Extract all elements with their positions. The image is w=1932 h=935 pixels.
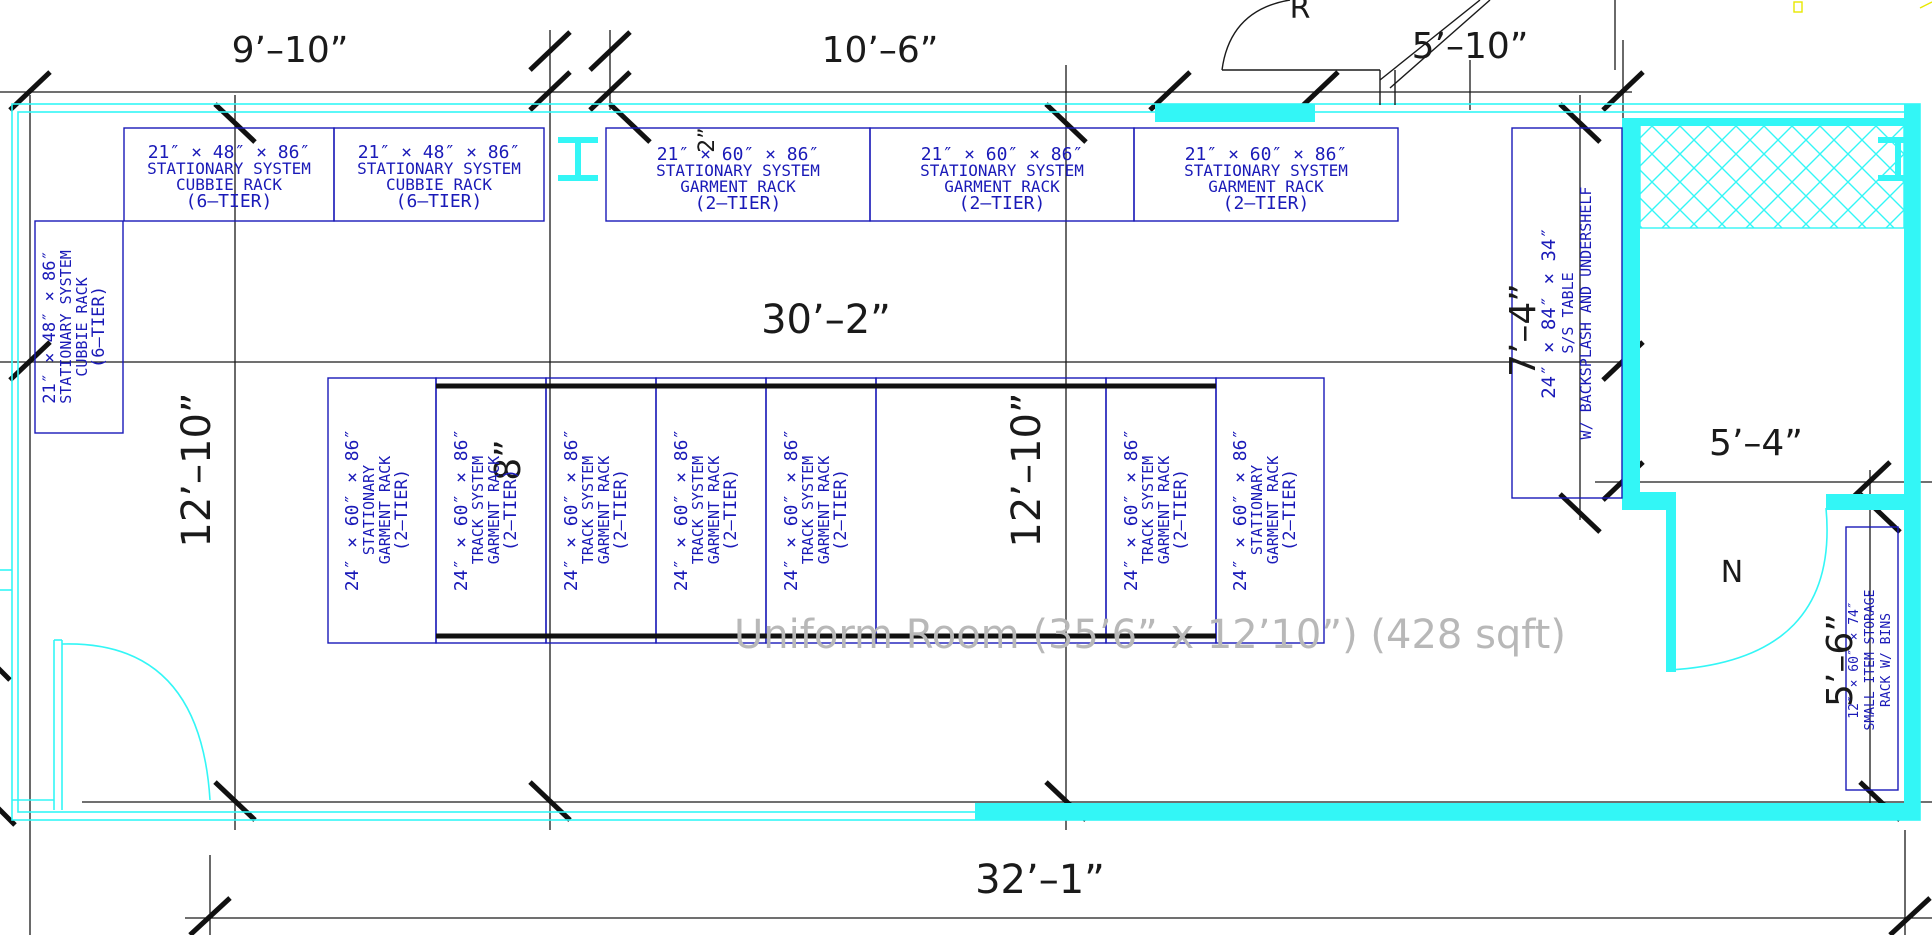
center-rack-6-line-2: TRACK SYSTEM bbox=[1139, 456, 1157, 564]
center-rack-4-line-3: GARMENT RACK bbox=[705, 456, 723, 564]
center-rack-4-line-2: TRACK SYSTEM bbox=[689, 456, 707, 564]
left-cubbie-line-2: STATIONARY SYSTEM bbox=[57, 250, 75, 404]
center-rack-5-line-3: GARMENT RACK bbox=[815, 456, 833, 564]
center-rack-6-line-3: GARMENT RACK bbox=[1155, 456, 1173, 564]
garment-3-line-4: (2–TIER) bbox=[1223, 193, 1310, 214]
cubbie-2-line-1: 21″ × 48″ × 86″ bbox=[358, 142, 521, 163]
center-rack-3-line-2: TRACK SYSTEM bbox=[579, 456, 597, 564]
cubbie-1-line-1: 21″ × 48″ × 86″ bbox=[148, 142, 311, 163]
center-rack-3-line-1: 24″ × 60″ × 86″ bbox=[561, 429, 582, 592]
center-rack-1-line-1: 24″ × 60″ × 86″ bbox=[342, 429, 363, 592]
dim-small-two: 2” bbox=[695, 127, 720, 152]
door-swing-top bbox=[1221, 0, 1491, 105]
center-rack-1-line-2: STATIONARY bbox=[360, 465, 378, 555]
hatched-wall bbox=[1639, 123, 1905, 229]
dim-top-left: 9’–10” bbox=[232, 30, 349, 71]
small-storage-line-1: 12″ × 60″ × 74″ bbox=[1847, 601, 1862, 718]
center-rack-6-line-4: (2–TIER) bbox=[1171, 469, 1191, 551]
center-rack-1-line-3: GARMENT RACK bbox=[376, 456, 394, 564]
garment-2-line-1: 21″ × 60″ × 86″ bbox=[921, 144, 1084, 165]
left-cubbie-line-1: 21″ × 48″ × 86″ bbox=[40, 250, 60, 404]
left-cubbie-line-4: (6–TIER) bbox=[89, 286, 109, 368]
center-rack-4-line-4: (2–TIER) bbox=[721, 469, 741, 551]
dim-top-right: 5’–10” bbox=[1412, 26, 1529, 67]
equipment-labels: 21″ × 48″ × 86″ STATIONARY SYSTEM CUBBIE… bbox=[147, 142, 1348, 214]
garment-3-line-2: STATIONARY SYSTEM bbox=[1184, 161, 1348, 180]
table-line-3: W/ BACKSPLASH AND UNDERSHELF bbox=[1577, 187, 1595, 440]
cubbie-1-line-4: (6–TIER) bbox=[186, 191, 273, 212]
center-rack-2-line-4: (2–TIER) bbox=[501, 469, 521, 551]
dim-right-height: 5’–6” bbox=[1820, 613, 1861, 707]
table-line-1: 24″ × 84″ × 34″ bbox=[1538, 227, 1560, 399]
center-rack-2-line-1: 24″ × 60″ × 86″ bbox=[451, 429, 472, 592]
door-swing-left bbox=[61, 643, 211, 801]
i-beam-icon-right bbox=[1878, 137, 1918, 181]
garment-1-line-1: 21″ × 60″ × 86″ bbox=[657, 144, 820, 165]
center-rack-2-line-3: GARMENT RACK bbox=[485, 456, 503, 564]
room-label: Uniform Room (35’6” x 12’10”) (428 sqft) bbox=[734, 612, 1566, 658]
dim-room-width: 30’–2” bbox=[761, 297, 891, 343]
center-rack-3-line-3: GARMENT RACK bbox=[595, 456, 613, 564]
center-rack-2-line-2: TRACK SYSTEM bbox=[469, 456, 487, 564]
equipment-outlines bbox=[34, 127, 1899, 791]
dim-small-eight: 8” bbox=[488, 439, 529, 481]
small-storage-line-2: SMALL ITEM STORAGE bbox=[1863, 590, 1878, 731]
track-rails bbox=[436, 383, 1216, 639]
table-line-2: S/S TABLE bbox=[1559, 272, 1577, 353]
center-rack-5-line-2: TRACK SYSTEM bbox=[799, 456, 817, 564]
small-storage-labels: 12″ × 60″ × 74″ SMALL ITEM STORAGE RACK … bbox=[1847, 590, 1894, 731]
table-labels: 24″ × 84″ × 34″ S/S TABLE W/ BACKSPLASH … bbox=[1538, 187, 1595, 440]
dim-top-mid: 10’–6” bbox=[822, 30, 939, 71]
center-rack-1-line-4: (2–TIER) bbox=[392, 469, 412, 551]
center-rack-4-line-1: 24″ × 60″ × 86″ bbox=[671, 429, 692, 592]
dim-bottom-total: 32’–1” bbox=[975, 857, 1105, 903]
center-rack-5-line-1: 24″ × 60″ × 86″ bbox=[781, 429, 802, 592]
cubbie-1-line-3: CUBBIE RACK bbox=[176, 175, 282, 194]
yellow-marker bbox=[1793, 1, 1932, 13]
garment-2-line-2: STATIONARY SYSTEM bbox=[920, 161, 1084, 180]
dim-mid-height: 12’–10” bbox=[1004, 392, 1050, 547]
center-rack-5-line-4: (2–TIER) bbox=[831, 469, 851, 551]
center-rack-3-line-4: (2–TIER) bbox=[611, 469, 631, 551]
garment-2-line-4: (2–TIER) bbox=[959, 193, 1046, 214]
garment-1-line-4: (2–TIER) bbox=[695, 193, 782, 214]
small-storage-line-3: RACK W/ BINS bbox=[1879, 613, 1894, 707]
door-label-r: R bbox=[1290, 0, 1311, 26]
cubbie-2-line-4: (6–TIER) bbox=[396, 191, 483, 212]
left-cubbie-labels: 21″ × 48″ × 86″ STATIONARY SYSTEM CUBBIE… bbox=[40, 250, 109, 404]
center-rack-7-line-3: GARMENT RACK bbox=[1264, 456, 1282, 564]
dim-left-height: 12’–10” bbox=[174, 392, 220, 547]
cubbie-2-line-3: CUBBIE RACK bbox=[386, 175, 492, 194]
garment-1-line-2: STATIONARY SYSTEM bbox=[656, 161, 820, 180]
garment-3-line-1: 21″ × 60″ × 86″ bbox=[1185, 144, 1348, 165]
door-swing-right bbox=[1669, 507, 1828, 671]
garment-1-line-3: GARMENT RACK bbox=[680, 177, 796, 196]
center-rack-7-line-1: 24″ × 60″ × 86″ bbox=[1230, 429, 1251, 592]
door-label-n: N bbox=[1721, 555, 1743, 590]
left-cubbie-line-3: CUBBIE RACK bbox=[73, 277, 91, 376]
garment-2-line-3: GARMENT RACK bbox=[944, 177, 1060, 196]
cubbie-1-line-2: STATIONARY SYSTEM bbox=[147, 159, 311, 178]
center-rack-7-line-4: (2–TIER) bbox=[1280, 469, 1300, 551]
i-beam-icon bbox=[558, 137, 598, 181]
dim-right-width: 5’–4” bbox=[1709, 423, 1803, 464]
solid-walls bbox=[975, 104, 1920, 820]
dim-right-depth: 7’–4” bbox=[1503, 283, 1544, 377]
center-rack-6-line-1: 24″ × 60″ × 86″ bbox=[1121, 429, 1142, 592]
center-rack-7-line-2: STATIONARY bbox=[1248, 465, 1266, 555]
garment-3-line-3: GARMENT RACK bbox=[1208, 177, 1324, 196]
cubbie-2-line-2: STATIONARY SYSTEM bbox=[357, 159, 521, 178]
dimension-labels: 9’–10” 10’–6” 5’–10” 30’–2” 5’–4” 32’–1”… bbox=[174, 26, 1861, 903]
